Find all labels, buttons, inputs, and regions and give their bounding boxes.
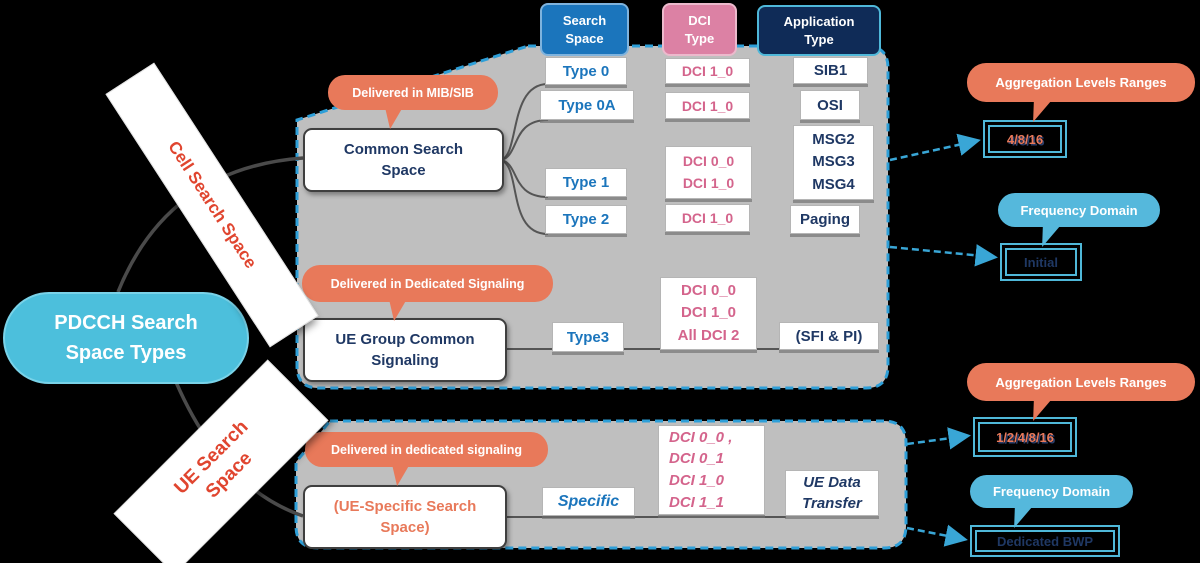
callout-delivered-mib-sib: Delivered in MIB/SIB: [328, 75, 498, 129]
ue-group-common-signaling-node: UE Group Common Signaling: [303, 318, 507, 382]
callout-delivered-dedicated-signaling-label: Delivered in Dedicated Signaling: [330, 276, 525, 291]
fan-type0: [499, 83, 549, 161]
type0a-app-box: OSI: [800, 90, 860, 120]
callout-delivered-dedicated-signaling: Delivered in Dedicated Signaling: [302, 265, 553, 321]
connector-css-frequency: [889, 244, 998, 267]
pdcch-root-bubble: PDCCH Search Space Types: [3, 292, 249, 384]
callout-css-frequency-domain: Frequency Domain: [998, 193, 1160, 247]
type1-app-box: MSG2 MSG3 MSG4: [793, 125, 874, 200]
type0-dci-box: DCI 1_0: [665, 58, 750, 84]
callout-css-aggregation-levels: Aggregation Levels Ranges: [967, 63, 1195, 122]
type0a-dci-box: DCI 1_0: [665, 92, 750, 119]
type3-box: Type3: [552, 322, 624, 352]
type3-app-box: (SFI & PI): [779, 322, 879, 350]
connector-uss-aggregation: [906, 427, 971, 450]
type0-box: Type 0: [545, 57, 627, 85]
callout-uss-frequency-domain: Frequency Domain: [970, 475, 1133, 528]
type2-dci-box: DCI 1_0: [665, 204, 750, 232]
callout-uss-aggregation-levels-label: Aggregation Levels Ranges: [995, 374, 1167, 390]
specific-app-box: UE Data Transfer: [785, 470, 879, 516]
specific-box: Specific: [542, 487, 635, 516]
type2-box: Type 2: [545, 205, 627, 234]
header-application-type: Application Type: [757, 5, 881, 56]
fan-type0a: [499, 119, 549, 161]
css-frequency-value-box: Initial: [1000, 243, 1082, 281]
fan-type2: [499, 159, 549, 235]
callout-uss-aggregation-levels: Aggregation Levels Ranges: [967, 363, 1195, 421]
callout-css-aggregation-levels-label: Aggregation Levels Ranges: [995, 75, 1167, 90]
type0-app-box: SIB1: [793, 57, 868, 84]
type0a-box: Type 0A: [540, 90, 634, 120]
specific-dci-box: DCI 0_0 , DCI 0_1 DCI 1_0 DCI 1_1: [658, 425, 765, 515]
type1-box: Type 1: [545, 168, 627, 197]
callout-delivered-dedicated-signaling-uss: Delivered in dedicated signaling: [305, 432, 548, 486]
type2-app-box: Paging: [790, 205, 860, 234]
common-search-space-node: Common Search Space: [303, 128, 504, 192]
type3-dci-box: DCI 0_0 DCI 1_0 All DCI 2: [660, 277, 757, 350]
callout-delivered-dedicated-signaling-uss-label: Delivered in dedicated signaling: [330, 442, 523, 457]
ue-specific-search-space-node: (UE-Specific Search Space): [303, 485, 507, 549]
callout-delivered-mib-sib-label: Delivered in MIB/SIB: [352, 85, 474, 100]
callout-uss-frequency-domain-label: Frequency Domain: [992, 484, 1111, 499]
header-dci-type: DCI Type: [662, 3, 737, 56]
header-search-space: Search Space: [540, 3, 629, 56]
css-aggregation-value-box: 4/8/16: [983, 120, 1067, 158]
uss-aggregation-value-box: 1/2/4/8/16: [973, 417, 1077, 457]
uss-frequency-value-box: Dedicated BWP: [970, 525, 1120, 557]
callout-css-frequency-domain-label: Frequency Domain: [1020, 202, 1138, 218]
type1-dci-box: DCI 0_0 DCI 1_0: [665, 146, 752, 199]
connector-css-aggregation: [889, 133, 981, 162]
connector-uss-frequency: [906, 524, 968, 547]
